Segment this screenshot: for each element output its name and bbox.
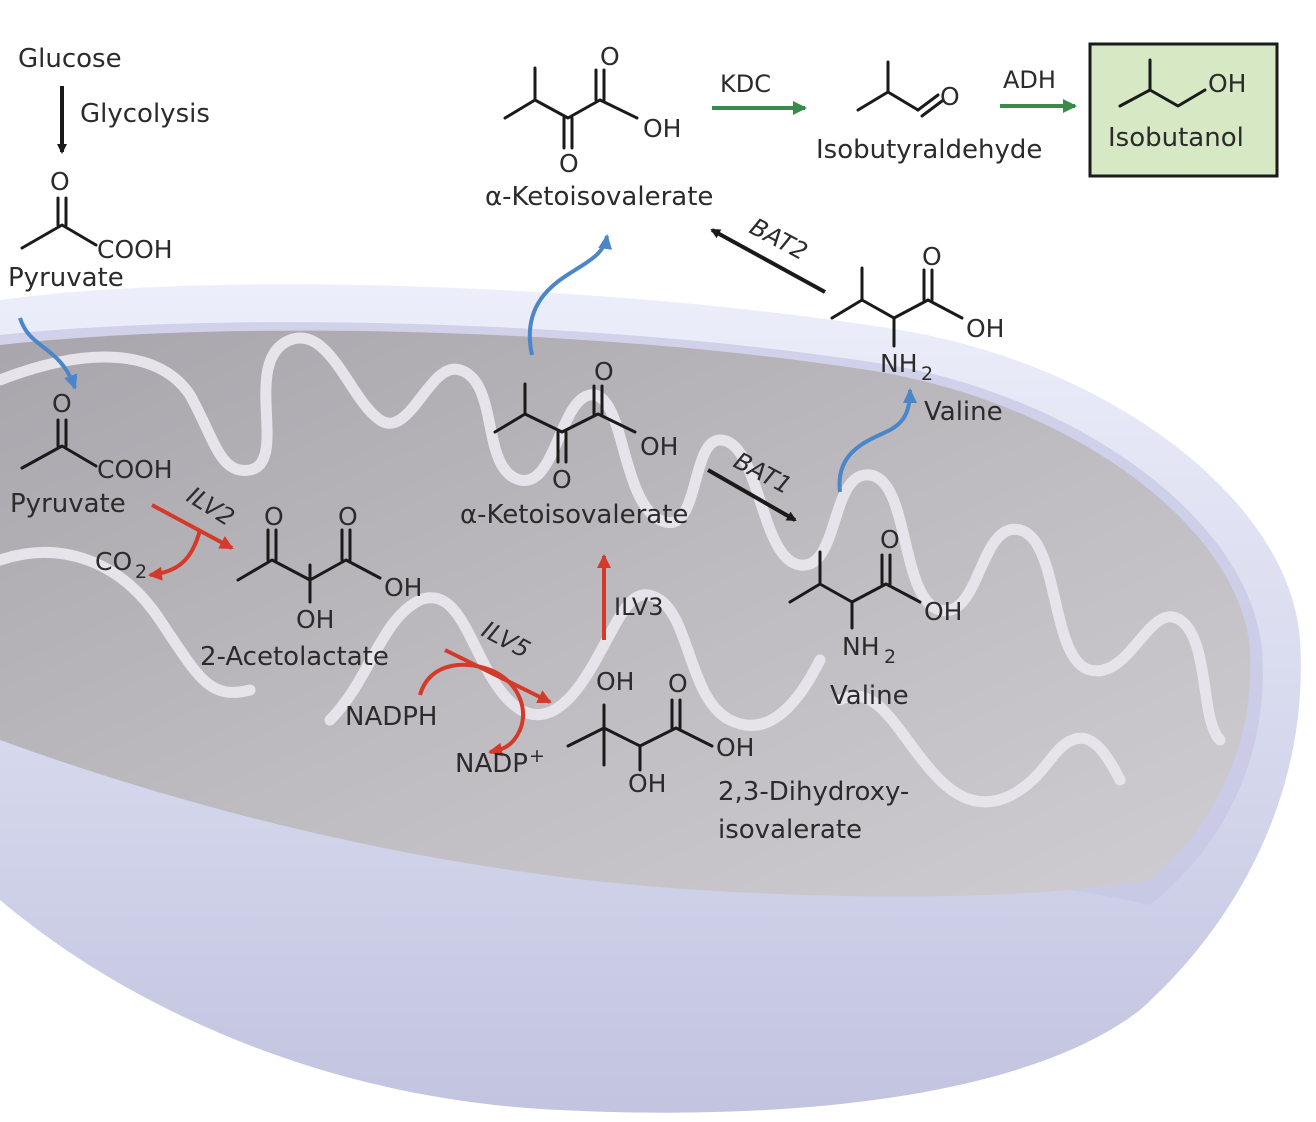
valine-cytosol-structure: O OH NH 2 — [830, 242, 1004, 385]
svg-text:O: O — [552, 465, 572, 494]
svg-text:OH: OH — [1208, 69, 1246, 98]
kiv-mito-label: α-Ketoisovalerate — [460, 500, 688, 530]
glucose-label: Glucose — [18, 44, 122, 74]
acetolactate-structure: O O OH OH — [236, 502, 422, 634]
svg-text:NH: NH — [880, 349, 918, 378]
bat2-arrow — [710, 228, 826, 294]
glycolysis-label: Glycolysis — [80, 99, 210, 129]
svg-text:O: O — [52, 389, 72, 418]
ilv3-enzyme-label: ILV3 — [614, 593, 664, 621]
svg-text:OH: OH — [596, 667, 634, 696]
svg-text:O: O — [922, 242, 942, 271]
dihydroxyisovalerate-structure: OH O OH OH — [566, 667, 754, 798]
svg-text:COOH: COOH — [97, 455, 173, 484]
svg-text:OH: OH — [384, 573, 422, 602]
nadp-superscript: + — [529, 745, 545, 767]
bat2-enzyme-label: BAT2 — [745, 213, 812, 266]
isobutyraldehyde-label: Isobutyraldehyde — [816, 135, 1042, 165]
svg-text:OH: OH — [716, 733, 754, 762]
svg-text:O: O — [338, 502, 358, 531]
valine-cytosol-label: Valine — [924, 397, 1003, 427]
nadph-cofactor-arrow — [418, 662, 525, 757]
svg-text:O: O — [880, 525, 900, 554]
svg-text:O: O — [50, 167, 70, 196]
cytosol-glycolysis: Glucose Glycolysis O COOH Pyruvate — [8, 44, 210, 390]
kiv-cytosol-label: α-Ketoisovalerate — [485, 182, 713, 212]
nadp-label: NADP — [455, 749, 528, 779]
svg-text:OH: OH — [296, 605, 334, 634]
pyruvate-mito-structure: O COOH — [20, 389, 173, 484]
acetolactate-label: 2-Acetolactate — [200, 642, 389, 672]
nadph-label: NADPH — [345, 702, 438, 732]
svg-text:O: O — [940, 82, 960, 111]
isobutanol-label: Isobutanol — [1108, 123, 1244, 153]
svg-text:O: O — [668, 669, 688, 698]
svg-text:O: O — [594, 357, 614, 386]
svg-text:2: 2 — [921, 363, 933, 385]
valine-export-arrow — [837, 388, 917, 493]
svg-text:O: O — [264, 502, 284, 531]
svg-text:NH: NH — [842, 632, 880, 661]
pyruvate-transport-arrow — [18, 317, 78, 390]
kiv-export-arrow — [527, 234, 613, 356]
pyruvate-cytosol-label: Pyruvate — [8, 263, 124, 293]
cristae-membrane — [0, 332, 1226, 808]
kiv-mito-structure: O O OH — [493, 357, 678, 494]
co2-label: CO — [95, 547, 132, 576]
cytosol-kiv-structure: O O OH — [503, 42, 681, 178]
svg-text:O: O — [559, 149, 579, 178]
kdc-enzyme-label: KDC — [720, 70, 771, 98]
adh-enzyme-label: ADH — [1003, 66, 1056, 94]
svg-text:OH: OH — [643, 114, 681, 143]
svg-text:COOH: COOH — [97, 235, 173, 264]
svg-text:OH: OH — [640, 432, 678, 461]
svg-text:OH: OH — [924, 597, 962, 626]
valine-mito-label: Valine — [830, 681, 909, 711]
dhiv-label-line1: 2,3-Dihydroxy- — [718, 777, 909, 807]
svg-text:O: O — [600, 42, 620, 71]
dhiv-label-line2: isovalerate — [718, 815, 862, 845]
ilv5-arrow — [444, 648, 552, 704]
svg-text:2: 2 — [884, 646, 896, 668]
isobutanol-box: OH Isobutanol — [1088, 42, 1279, 178]
mitochondrion — [0, 284, 1301, 1113]
co2-release-arrow — [148, 529, 202, 581]
co2-subscript: 2 — [135, 561, 147, 583]
ilv2-arrow — [151, 503, 234, 550]
pyruvate-mito-label: Pyruvate — [10, 489, 126, 519]
svg-text:OH: OH — [628, 769, 666, 798]
svg-text:OH: OH — [966, 314, 1004, 343]
pyruvate-cytosol-structure: O COOH — [20, 167, 173, 264]
bat1-arrow — [707, 468, 797, 522]
isobutyraldehyde-structure: O — [856, 60, 960, 118]
valine-mito-structure: O OH NH 2 — [788, 525, 962, 668]
